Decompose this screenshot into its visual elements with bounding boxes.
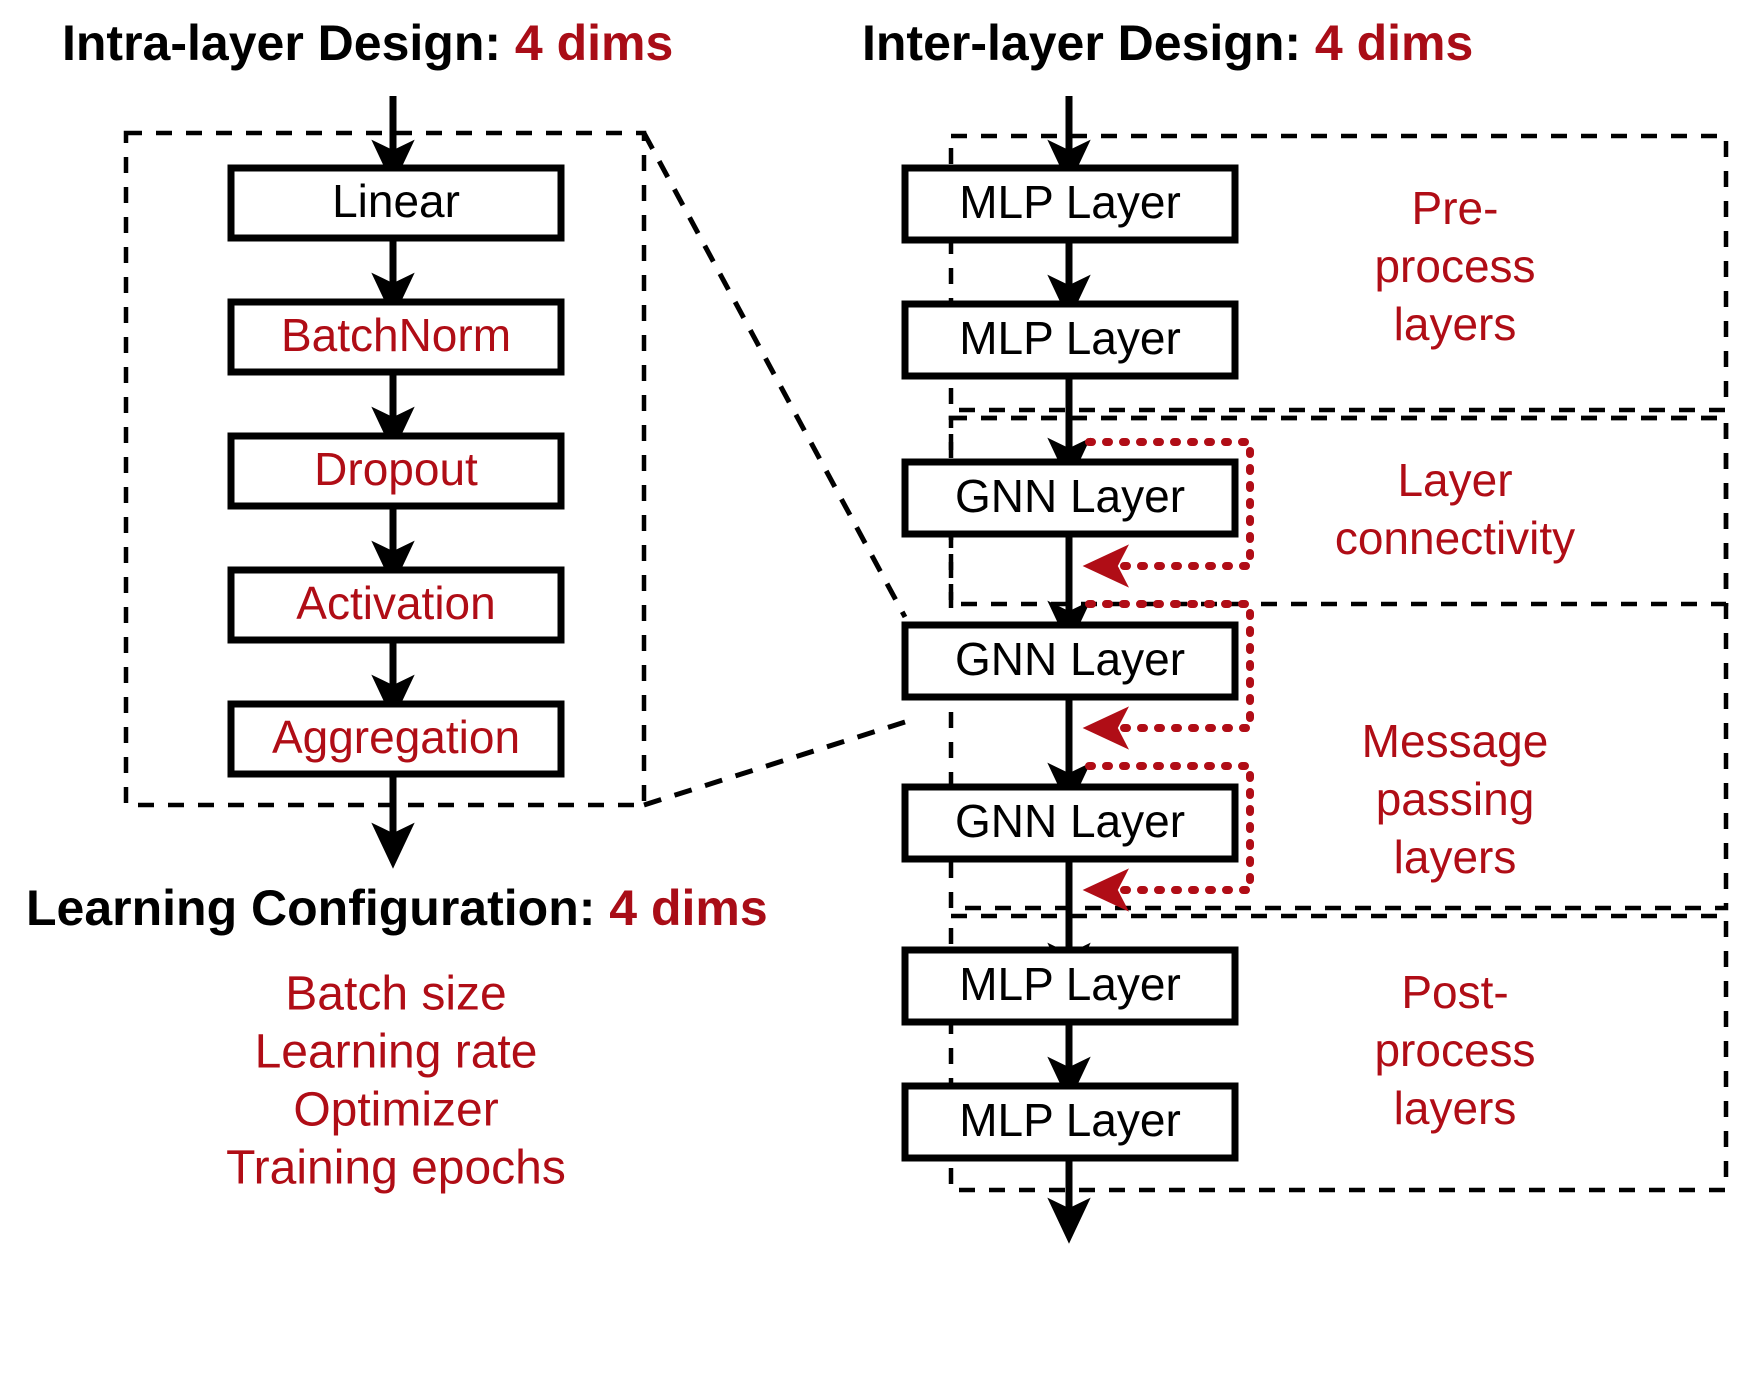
inter-block-mlp-post-1-label: MLP Layer xyxy=(959,958,1181,1010)
inter-group-message-passing-label-line-1: Message xyxy=(1362,715,1549,767)
page-title-inter-layer: Inter-layer Design: 4 dims xyxy=(862,15,1473,71)
inter-group-post-process-container xyxy=(948,913,1729,1193)
inter-group-pre-process-label-line-2: process xyxy=(1374,240,1535,292)
learning-config-item-learning-rate: Learning rate xyxy=(255,1026,538,1079)
page-title-intra-layer: Intra-layer Design: 4 dims xyxy=(62,15,673,71)
inter-block-mlp-post-2-label: MLP Layer xyxy=(959,1094,1181,1146)
intra-block-batchnorm[interactable] xyxy=(227,298,565,376)
inter-group-pre-process-container xyxy=(948,133,1729,413)
inter-block-mlp-post-1[interactable] xyxy=(901,946,1239,1026)
inter-group-post-process-label-line-3: layers xyxy=(1394,1082,1517,1134)
intra-title-prefix: Intra-layer Design: xyxy=(62,15,515,71)
intra-block-dropout-label: Dropout xyxy=(314,443,478,495)
intra-block-aggregation-label: Aggregation xyxy=(272,711,520,763)
inter-group-post-process-label-line-2: process xyxy=(1374,1024,1535,1076)
inter-group-message-passing-label-line-2: passing xyxy=(1376,773,1535,825)
skip-connection-3 xyxy=(1082,762,1254,912)
learning-config-item-training-epochs: Training epochs xyxy=(226,1142,566,1195)
intra-block-aggregation[interactable] xyxy=(227,700,565,778)
intra-block-activation-label: Activation xyxy=(296,577,495,629)
skip-connection-2 xyxy=(1082,600,1254,750)
learning-config-item-optimizer: Optimizer xyxy=(293,1084,498,1137)
inter-block-mlp-pre-2-label: MLP Layer xyxy=(959,312,1181,364)
inter-block-mlp-pre-1[interactable] xyxy=(901,164,1239,244)
inter-group-message-passing-label-line-3: layers xyxy=(1394,831,1517,883)
inter-block-mlp-pre-1-label: MLP Layer xyxy=(959,176,1181,228)
intra-block-batchnorm-label: BatchNorm xyxy=(281,309,511,361)
page-title-learning-configuration: Learning Configuration: 4 dims xyxy=(26,880,768,936)
inter-block-gnn-3-label: GNN Layer xyxy=(955,795,1185,847)
inter-group-pre-process-label-line-3: layers xyxy=(1394,298,1517,350)
inter-group-post-process-label-line-1: Post- xyxy=(1401,966,1508,1018)
intra-block-linear-label: Linear xyxy=(332,175,460,227)
intra-block-dropout[interactable] xyxy=(227,432,565,510)
inter-group-layer-connectivity-label-line-1: Layer xyxy=(1397,454,1512,506)
skip-connection-1 xyxy=(1082,438,1254,588)
intra-layer-dashed-container xyxy=(123,130,647,808)
learning-title-accent: 4 dims xyxy=(609,880,767,936)
learning-config-item-batch-size: Batch size xyxy=(285,968,506,1021)
inter-title-accent: 4 dims xyxy=(1315,15,1473,71)
zoom-connector-top xyxy=(641,131,908,619)
learning-title-prefix: Learning Configuration: xyxy=(26,880,609,936)
inter-title-prefix: Inter-layer Design: xyxy=(862,15,1315,71)
inter-block-gnn-2-label: GNN Layer xyxy=(955,633,1185,685)
inter-group-layer-connectivity-label-line-2: connectivity xyxy=(1335,512,1575,564)
inter-group-pre-process-label-line-1: Pre- xyxy=(1412,182,1499,234)
inter-block-mlp-pre-2[interactable] xyxy=(901,300,1239,380)
inter-block-gnn-1-label: GNN Layer xyxy=(955,470,1185,522)
intra-block-activation[interactable] xyxy=(227,566,565,644)
intra-title-accent: 4 dims xyxy=(515,15,673,71)
zoom-connector-bottom xyxy=(643,719,906,808)
